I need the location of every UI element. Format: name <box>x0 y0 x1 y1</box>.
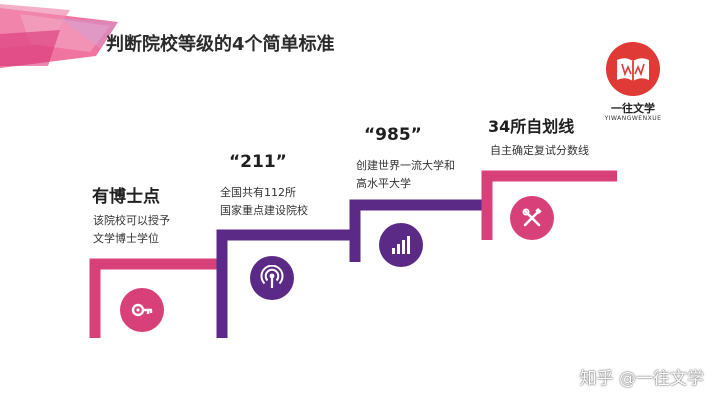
step-3-desc-line-2: 高水平大学 <box>356 177 411 190</box>
step-3-icon-badge <box>379 223 423 267</box>
step-2-icon-badge <box>250 256 294 300</box>
step-2-desc-line-2: 国家重点建设院校 <box>220 204 308 217</box>
step-1-bar <box>89 258 222 338</box>
step-4-icon-badge <box>510 196 554 240</box>
tools-icon <box>522 207 542 227</box>
step-1-icon-badge <box>120 288 164 332</box>
step-2-title: “211” <box>229 152 287 172</box>
book-icon <box>617 58 649 81</box>
step-3-bar <box>349 199 487 262</box>
page-title: 判断院校等级的4个简单标准 <box>106 34 335 55</box>
step-4-bar <box>481 170 617 240</box>
bar-chart-icon <box>392 236 410 254</box>
step-1-desc-line-1: 该院校可以授予 <box>93 214 170 227</box>
step-2-bar <box>216 229 355 338</box>
step-1-title: 有博士点 <box>92 187 160 207</box>
brand-logo: 一往文学 YIWANGWENXUE <box>598 42 668 132</box>
step-1-desc-line-2: 文学博士学位 <box>93 232 159 245</box>
logo-pinyin: YIWANGWENXUE <box>604 115 662 122</box>
step-2-desc-line-1: 全国共有112所 <box>220 186 296 199</box>
step-3-desc-line-1: 创建世界一流大学和 <box>356 159 455 172</box>
step-3-title: “985” <box>364 125 422 145</box>
step-4-title: 34所自划线 <box>488 117 575 136</box>
key-icon <box>131 303 153 317</box>
header-decoration <box>0 4 118 68</box>
step-4-desc-line-1: 自主确定复试分数线 <box>490 144 589 157</box>
watermark: 知乎 @一往文学 <box>579 369 704 389</box>
logo-name: 一往文学 <box>611 102 655 115</box>
broadcast-icon <box>260 265 284 288</box>
logo-badge <box>606 42 660 96</box>
